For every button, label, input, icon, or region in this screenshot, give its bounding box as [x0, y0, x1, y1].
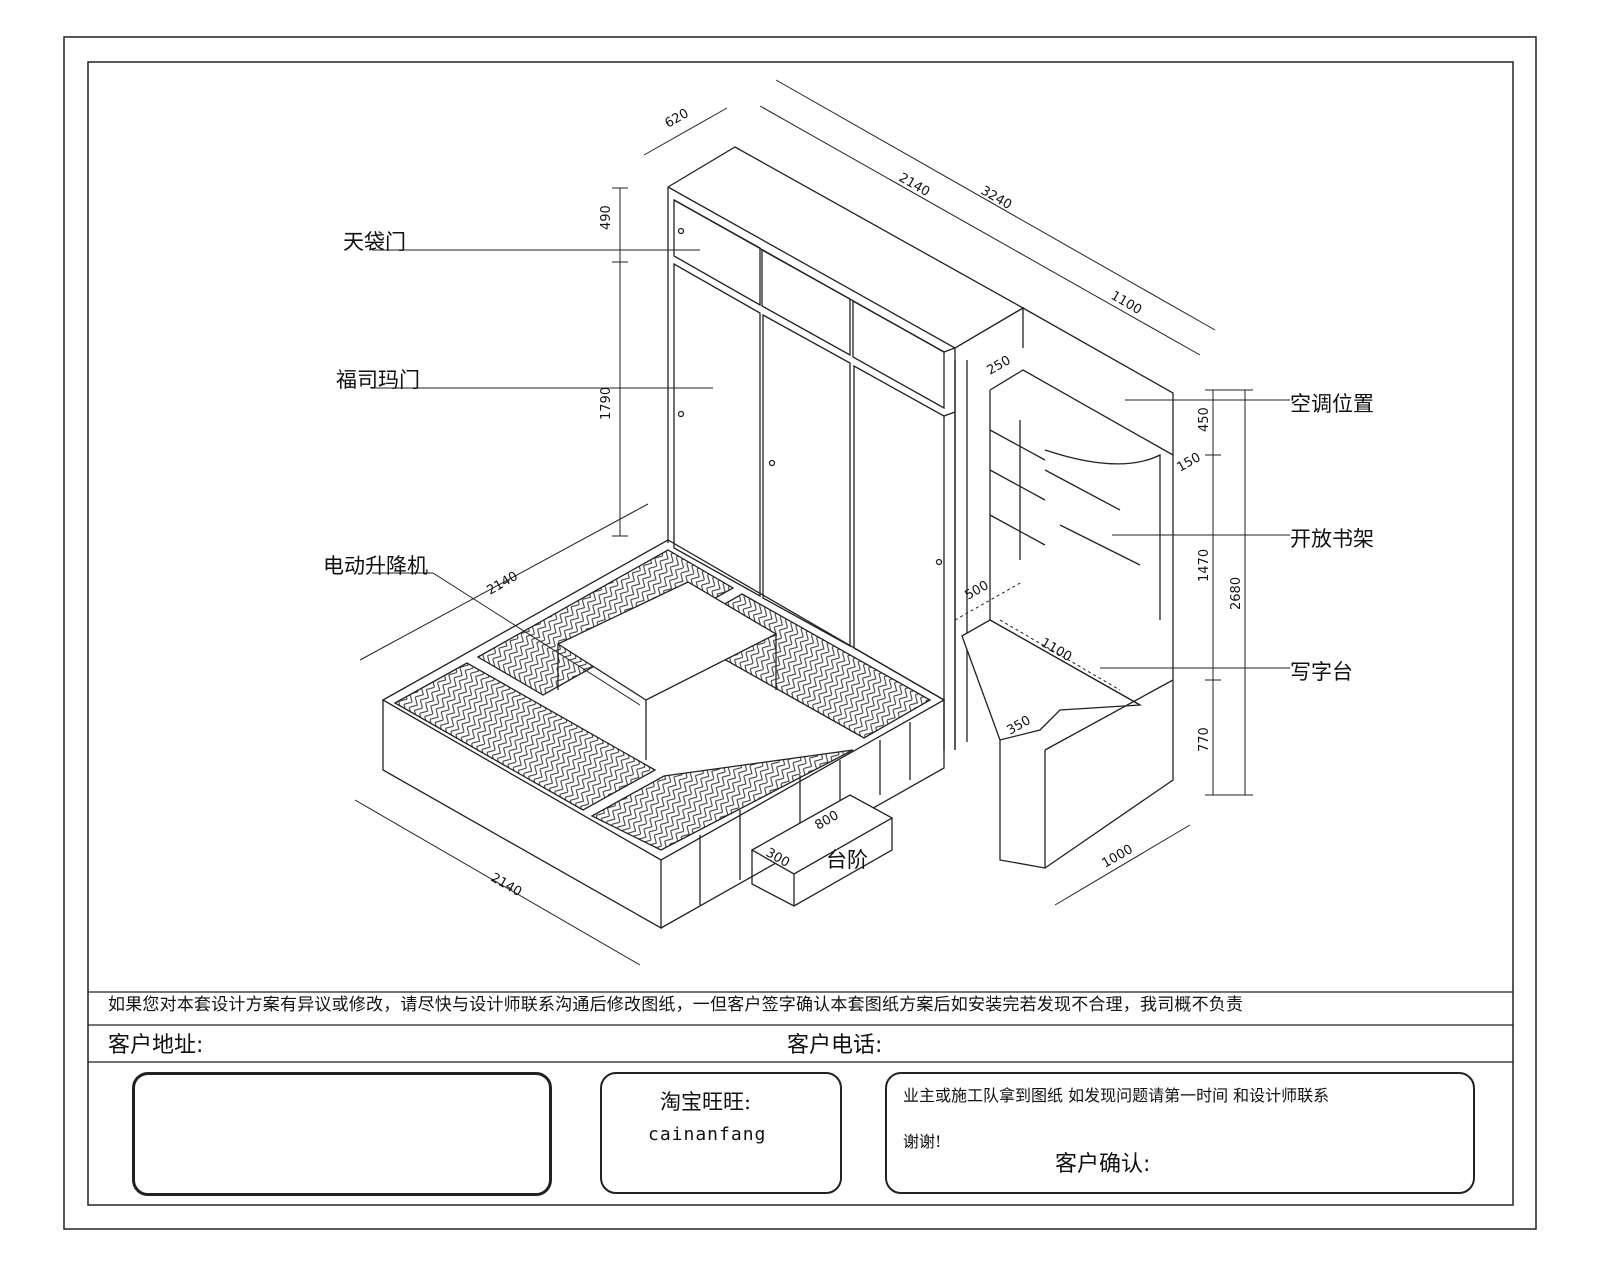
label-open-bookshelf: 开放书架: [1290, 527, 1374, 551]
wangwang-label: 淘宝旺旺:: [660, 1090, 752, 1114]
dim-2680: 2680: [1229, 577, 1244, 610]
dim-2140-top: 2140: [896, 170, 932, 200]
label-top-cabinet-door: 天袋门: [343, 230, 406, 254]
label-ac-position: 空调位置: [1290, 392, 1374, 416]
dim-620: 620: [663, 106, 692, 131]
outer-frame: [63, 36, 1537, 1230]
dimension-lines: [354, 79, 1253, 966]
label-sliding-door: 福司玛门: [336, 368, 420, 392]
logo-box: [132, 1072, 552, 1196]
dim-2140-bed-side: 2140: [485, 569, 521, 599]
dim-490: 490: [599, 205, 614, 230]
isometric-drawing: [354, 79, 1290, 966]
dim-150: 150: [1175, 450, 1204, 475]
dim-2140-bed-front: 2140: [488, 870, 524, 900]
dim-3240: 3240: [978, 183, 1014, 213]
confirm-instruction: 业主或施工队拿到图纸 如发现问题请第一时间 和设计师联系: [903, 1086, 1330, 1105]
desk-bookshelf: [961, 307, 1174, 869]
customer-address-label: 客户地址:: [108, 1033, 204, 1058]
customer-phone-label: 客户电话:: [787, 1033, 883, 1058]
contact-box: 淘宝旺旺: cainanfang: [600, 1072, 842, 1194]
confirm-thanks: 谢谢!: [903, 1132, 942, 1151]
label-electric-lift: 电动升降机: [323, 554, 428, 578]
leader-lines: [372, 249, 1290, 706]
tatami-bed: [381, 539, 946, 930]
wangwang-id: cainanfang: [648, 1124, 767, 1145]
inner-frame: [87, 61, 1514, 1206]
dim-1000: 1000: [1100, 842, 1136, 872]
dim-1790: 1790: [599, 387, 614, 420]
confirm-box: 业主或施工队拿到图纸 如发现问题请第一时间 和设计师联系 谢谢! 客户确认:: [885, 1072, 1475, 1194]
label-writing-desk: 写字台: [1290, 660, 1353, 684]
dim-450: 450: [1197, 407, 1212, 432]
disclaimer-notice: 如果您对本套设计方案有异议或修改，请尽快与设计师联系沟通后修改图纸，一但客户签字…: [108, 995, 1244, 1015]
dim-1470: 1470: [1197, 549, 1212, 582]
label-step: 台阶: [826, 848, 868, 872]
customer-signature-label: 客户确认:: [1055, 1152, 1151, 1177]
dim-770: 770: [1197, 727, 1212, 752]
dim-250: 250: [985, 353, 1014, 378]
